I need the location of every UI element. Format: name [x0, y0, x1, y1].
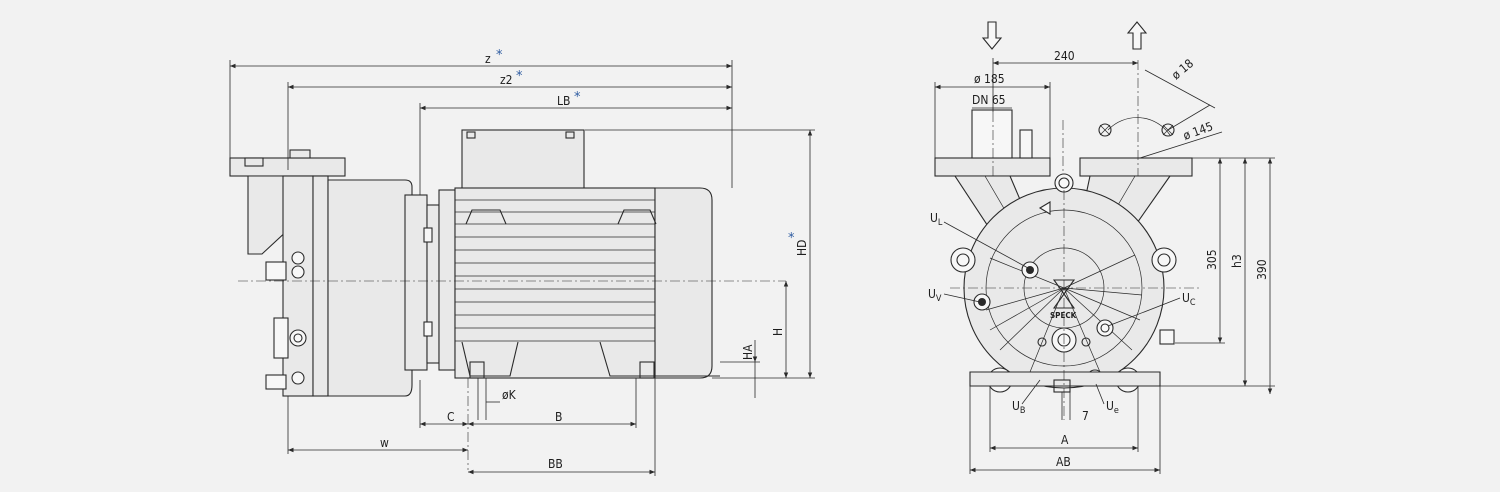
dim-z-label: z [485, 52, 491, 66]
brand-label: SPECK [1050, 311, 1077, 320]
dim-185-label: ø 185 [974, 72, 1005, 86]
dim-305-label: 305 [1205, 249, 1219, 270]
dim-a-label: A [1061, 433, 1069, 447]
inlet-arrow-icon [981, 21, 1003, 50]
dim-7-label: 7 [1082, 409, 1089, 423]
dim-bb-label: BB [548, 457, 563, 471]
dim-k-label: øK [502, 388, 517, 402]
dim-hd-label: HD [795, 240, 809, 256]
front-view: SPECK [928, 21, 1275, 474]
rotation-arrow-icon [1038, 201, 1051, 215]
dim-dn-label: DN 65 [972, 93, 1006, 107]
dim-240-label: 240 [1054, 49, 1075, 63]
port-ue-label: Ue [1106, 399, 1119, 416]
motor [438, 129, 720, 379]
port-ul-label: UL [930, 211, 943, 228]
dim-lb-label: LB [557, 94, 570, 108]
port-uc-label: UC [1182, 291, 1196, 308]
dim-h-label: H [771, 328, 785, 336]
dim-390-label: 390 [1255, 259, 1269, 280]
side-dimensions [229, 60, 815, 476]
dim-z-asterisk: * [496, 48, 503, 63]
outlet-arrow-icon [1126, 21, 1148, 50]
dim-hd-asterisk: * [788, 231, 795, 246]
port-uv-label: UV [928, 287, 942, 304]
dim-ha-label: HA [741, 344, 755, 360]
dim-c-label: C [447, 410, 455, 424]
port-ub-label: UB [1012, 399, 1025, 416]
dim-lb-asterisk: * [574, 90, 581, 105]
dim-z2-label: z2 [500, 73, 513, 87]
dim-h3-label: h3 [1230, 254, 1244, 268]
side-view: z * z2 * LB * HD * H HA øK C B w BB [229, 48, 815, 476]
dim-b-label: B [555, 410, 562, 424]
front-dimensions [934, 58, 1275, 474]
pump-casing [229, 149, 440, 397]
dim-ab-label: AB [1056, 455, 1071, 469]
dim-w-label: w [380, 436, 389, 450]
dim-z2-asterisk: * [516, 69, 523, 84]
